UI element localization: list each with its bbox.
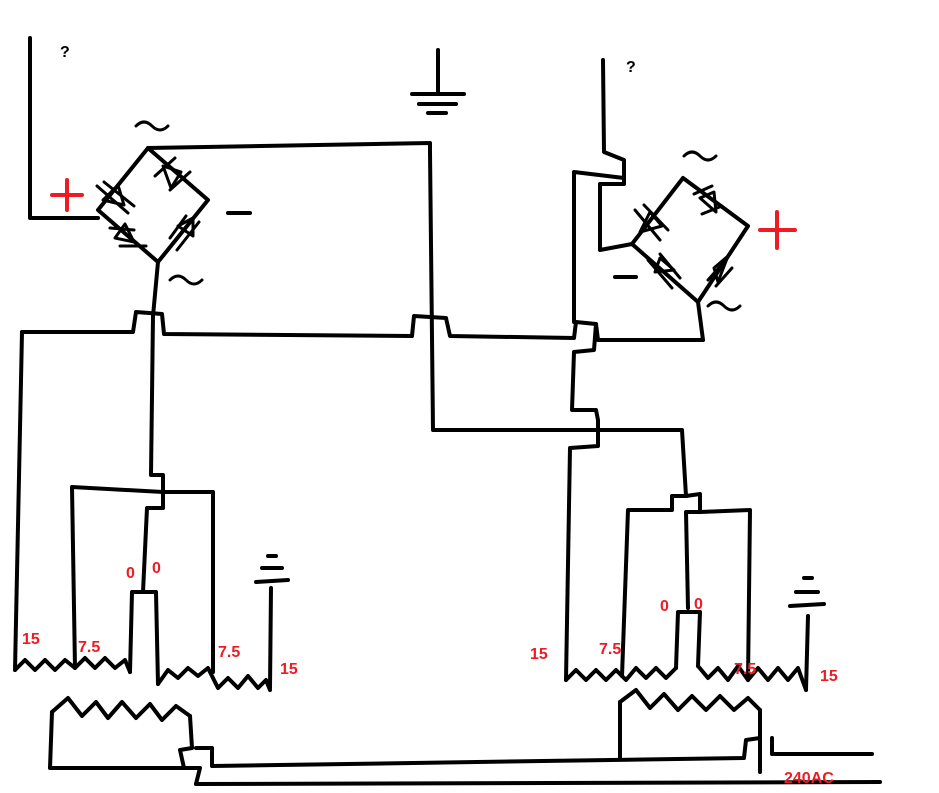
wire: [70, 485, 165, 670]
wire: [268, 586, 273, 690]
tap-label: 15: [530, 646, 548, 663]
ground-symbol-top: [410, 48, 466, 115]
ac-symbol: [134, 120, 170, 132]
secondary-coil: [13, 656, 132, 674]
tap-label: 7.5: [218, 644, 241, 661]
wire: [146, 141, 432, 154]
wire: [804, 614, 810, 692]
wire: [620, 494, 688, 678]
wire: [178, 714, 202, 786]
mains-label: 240AC: [784, 770, 834, 787]
transformer-right: [564, 492, 826, 760]
wire: [684, 510, 702, 610]
wire: [596, 428, 688, 498]
diode: [108, 222, 148, 248]
wire: [141, 490, 165, 594]
tap-label: 7.5: [599, 641, 622, 658]
bridge-rectifier-right: [613, 150, 797, 312]
tap-label: 15: [22, 631, 40, 648]
ac-symbol: [168, 274, 204, 286]
wire: [149, 260, 165, 494]
tap-label: 7.5: [734, 661, 757, 678]
ground-symbol: [788, 576, 826, 608]
transformer-left: [13, 485, 290, 786]
wire: [696, 300, 705, 342]
tap-label: 0: [152, 560, 161, 577]
output-wire-left: [28, 36, 100, 220]
wire: [20, 310, 705, 342]
diode: [706, 254, 734, 288]
diode: [633, 203, 670, 242]
tap-label: 0: [694, 596, 703, 613]
wire: [674, 610, 702, 670]
ac-symbol: [682, 150, 718, 162]
unknown-output-label: ?: [60, 44, 70, 61]
diode: [95, 180, 136, 215]
plus-sign: [758, 210, 797, 250]
tap-label: 15: [280, 661, 298, 678]
primary-coil: [50, 696, 192, 722]
diode: [646, 252, 682, 290]
wire: [572, 170, 626, 324]
secondary-coil: [696, 664, 808, 692]
secondary-coil: [156, 666, 272, 692]
tap-label: 0: [660, 598, 669, 615]
plus-sign: [50, 178, 84, 212]
tap-label: 7.5: [78, 639, 101, 656]
wire: [13, 330, 24, 672]
primary-coil: [618, 688, 762, 712]
tap-label: 0: [126, 565, 135, 582]
unknown-output-label: ?: [626, 59, 636, 76]
wire: [684, 492, 752, 682]
wire: [770, 736, 874, 756]
wire: [564, 322, 600, 682]
wire: [194, 736, 762, 774]
wire: [48, 710, 188, 770]
diode: [153, 156, 192, 192]
wire: [194, 780, 882, 786]
ac-symbol: [706, 300, 742, 312]
wire: [630, 176, 750, 304]
wire: [161, 490, 215, 674]
output-wire-right: [598, 58, 634, 252]
tap-label: 15: [820, 668, 838, 685]
diode: [692, 184, 724, 216]
ground-symbol: [254, 554, 290, 584]
bridge-rectifier-left: [50, 120, 252, 286]
wire: [128, 590, 160, 686]
diode: [168, 214, 201, 252]
